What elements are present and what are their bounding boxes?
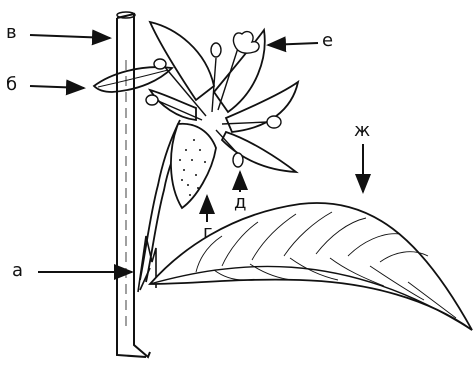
petal — [222, 132, 296, 172]
label-d: д — [234, 194, 246, 212]
label-v: в — [6, 24, 17, 42]
label-b: б — [6, 76, 17, 94]
label-zh: ж — [354, 122, 370, 140]
stem — [117, 12, 150, 357]
label-e: е — [322, 32, 333, 50]
leaf-blade — [150, 203, 472, 330]
arrow-v — [30, 35, 110, 38]
label-g: г — [203, 224, 212, 242]
petal — [150, 90, 196, 120]
calyx — [171, 124, 216, 208]
label-a: а — [12, 262, 23, 280]
arrow-e — [268, 43, 318, 45]
arrow-b — [30, 86, 84, 88]
